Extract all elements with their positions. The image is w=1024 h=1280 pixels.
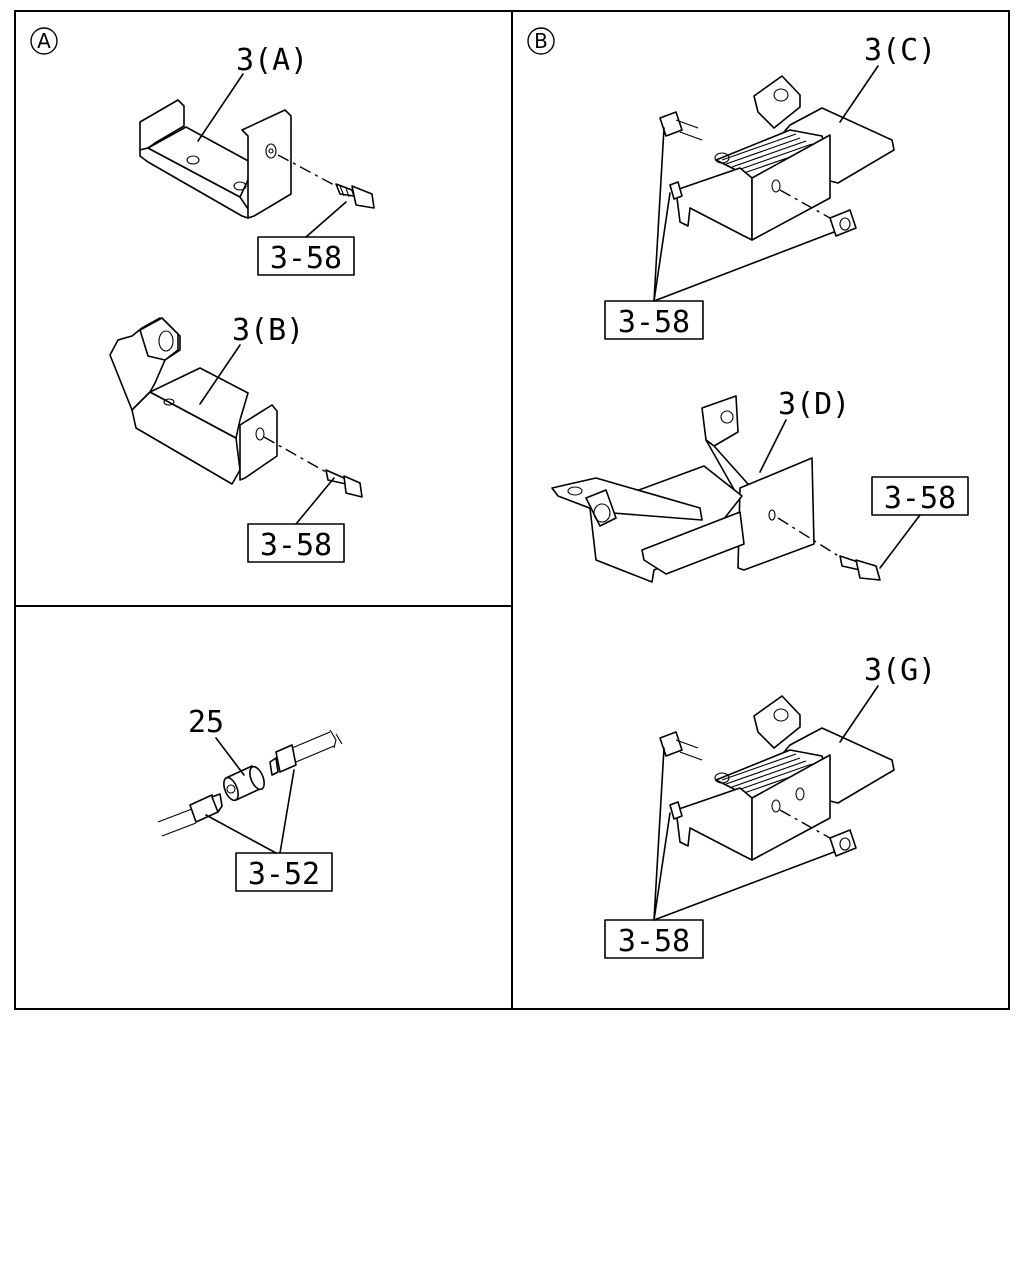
ref-stud: 3-52 xyxy=(248,857,320,892)
ref-3d: 3-58 xyxy=(884,481,956,516)
ref-3b: 3-58 xyxy=(260,528,332,563)
section-b-letter: B xyxy=(534,29,548,53)
leader-3c-bolt2 xyxy=(653,192,671,302)
diagram-frame xyxy=(14,10,1010,1010)
leader-ref-3a xyxy=(305,201,347,238)
label-bracket-3b: 3(B) xyxy=(232,313,304,348)
bracket-3g-drawing xyxy=(659,695,895,861)
leader-3d xyxy=(759,419,787,473)
bracket-3c-drawing xyxy=(659,75,895,241)
label-bracket-3g: 3(G) xyxy=(864,653,936,688)
section-a-letter: A xyxy=(37,29,51,53)
leader-3a xyxy=(197,73,244,142)
leader-3g-bolt2 xyxy=(653,812,671,921)
bracket-3b-drawing xyxy=(109,317,363,498)
leader-3g xyxy=(839,685,879,743)
leader-3c-bolt1 xyxy=(653,127,665,302)
ref-3a: 3-58 xyxy=(270,241,342,276)
leader-3b xyxy=(199,344,241,405)
leader-3c-nut xyxy=(653,231,835,302)
leader-3g-nut xyxy=(653,851,835,921)
bracket-3a-drawing xyxy=(139,99,375,219)
section-a-marker: A xyxy=(30,27,58,55)
leader-stud-left xyxy=(205,814,277,854)
label-bracket-3a: 3(A) xyxy=(236,43,308,78)
label-spacer-25: 25 xyxy=(188,705,224,740)
section-b-marker: B xyxy=(527,27,555,55)
label-bracket-3c: 3(C) xyxy=(864,33,936,68)
leader-ref-3b xyxy=(295,477,335,525)
ref-box-stud xyxy=(235,852,333,892)
leader-ref-3d xyxy=(879,514,921,569)
label-bracket-3d: 3(D) xyxy=(778,387,850,422)
ref-3c: 3-58 xyxy=(618,305,690,340)
leader-3c xyxy=(839,65,879,123)
leader-3g-bolt1 xyxy=(653,747,665,921)
stud-spacer-drawing xyxy=(157,729,343,837)
leader-stud-right xyxy=(279,769,295,854)
leader-25 xyxy=(215,737,245,776)
ref-3g: 3-58 xyxy=(618,924,690,959)
bracket-3d-drawing xyxy=(551,395,881,583)
